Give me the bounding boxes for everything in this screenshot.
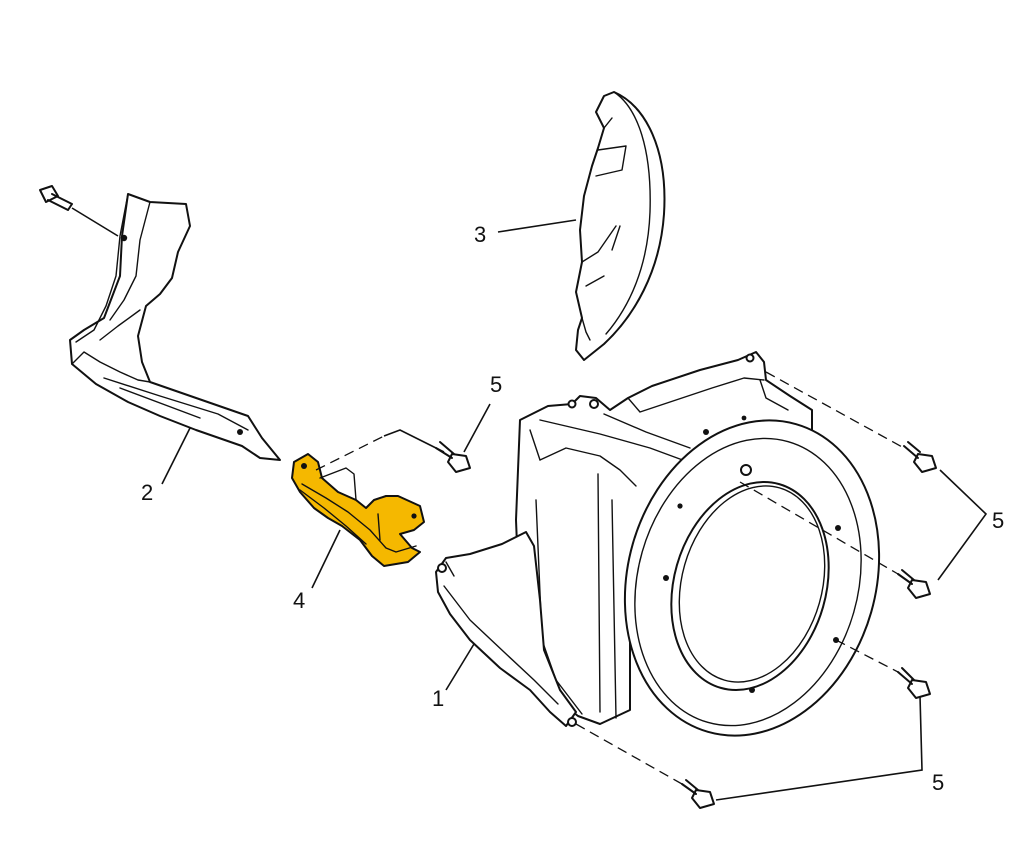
part-4-highlight-fill	[291, 453, 425, 567]
callout-3: 3	[474, 222, 486, 247]
part-1-fan-shroud	[435, 351, 881, 737]
part-4-highlighted-bracket	[291, 453, 425, 567]
callout-5c: 5	[932, 770, 944, 795]
bolt-bottom	[681, 779, 715, 809]
leader-lines	[161, 219, 988, 801]
callout-5a: 5	[490, 372, 502, 397]
alignment-lines	[315, 371, 905, 785]
bolt-near-part-4	[435, 441, 471, 473]
part-2-bracket	[39, 185, 281, 461]
callout-1: 1	[432, 686, 444, 711]
bolt-right-upper	[903, 441, 937, 473]
callout-4: 4	[293, 588, 305, 613]
part-3-guard-plate	[575, 91, 666, 361]
bolt-right-middle	[897, 569, 931, 599]
callout-5b: 5	[992, 508, 1004, 533]
callout-2: 2	[141, 480, 153, 505]
bolt-right-lower	[897, 667, 931, 699]
